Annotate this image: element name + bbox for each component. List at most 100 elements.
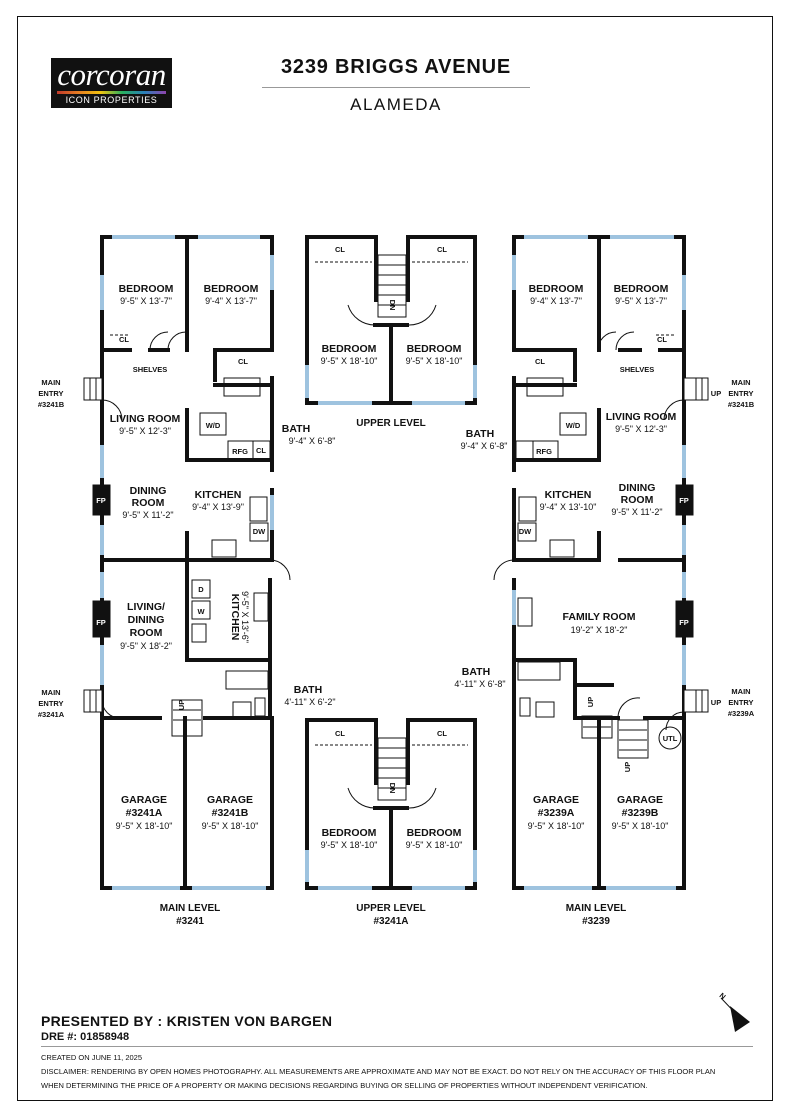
room-dim: 9'-5" X 18'-10" <box>116 821 173 831</box>
room-name: LIVING ROOM <box>606 411 677 423</box>
stair-label: UP <box>586 697 595 707</box>
room-name: #3241A <box>126 807 163 819</box>
room-name: BATH <box>466 428 494 440</box>
entry-label: MAIN <box>41 688 60 697</box>
brand-wordmark: corcoran <box>57 57 166 92</box>
upper-level-2-windows <box>305 850 477 890</box>
room-dim: 9'-5" X 12'-3" <box>119 426 171 436</box>
entry-label: ENTRY <box>38 389 63 398</box>
room-dim: 9'-5" X 13'-7" <box>615 296 667 306</box>
fireplace-label: FP <box>679 618 689 627</box>
room-name: KITCHEN <box>195 489 242 501</box>
room-dim: 9'-5" X 18'-10" <box>202 821 259 831</box>
room-dim: 9'-5" X 18'-2" <box>120 641 172 651</box>
room-dim: 9'-5" X 11'-2" <box>611 507 662 517</box>
fixture-label: DW <box>253 527 266 536</box>
created-date: CREATED ON JUNE 11, 2025 <box>41 1053 143 1062</box>
upper-level-fixtures <box>315 254 468 326</box>
room-dim: 9'-4" X 6'-8" <box>461 441 508 451</box>
room-dim: 9'-4" X 13'-9" <box>192 502 244 512</box>
fixture-label: SHELVES <box>133 365 167 374</box>
fixture-label: CL <box>657 335 667 344</box>
level-label: #3241A <box>373 916 408 927</box>
page-border <box>17 16 773 1101</box>
fixture-label: CL <box>437 729 447 738</box>
fixture-label: D <box>198 585 204 594</box>
room-name: DINING <box>130 485 167 497</box>
dre-number: DRE #: 01858948 <box>41 1031 130 1043</box>
fixture-label: CL <box>238 357 248 366</box>
room-name: BEDROOM <box>322 343 377 355</box>
entry-label: ENTRY <box>728 389 753 398</box>
presented-by: PRESENTED BY : KRISTEN VON BARGEN <box>41 1013 333 1029</box>
room-dim: 9'-5" X 12'-3" <box>615 424 667 434</box>
room-dim: 9'-5" X 18'-10" <box>406 356 463 366</box>
north-label: N <box>718 991 728 1001</box>
room-name: ROOM <box>132 497 165 509</box>
fixture-label: CL <box>535 357 545 366</box>
room-name: LIVING/ <box>127 601 165 613</box>
room-dim: 9'-5" X 13'-6" <box>240 591 250 643</box>
room-name: ROOM <box>621 494 654 506</box>
entry-label: #3241B <box>728 400 755 409</box>
fixture-label: CL <box>335 729 345 738</box>
property-address: 3239 BRIGGS AVENUE <box>280 56 512 78</box>
fixture-label: CL <box>335 245 345 254</box>
room-dim: 9'-4" X 13'-10" <box>540 502 597 512</box>
room-name: LIVING ROOM <box>110 413 181 425</box>
room-name: BEDROOM <box>322 827 377 839</box>
room-name: #3241B <box>212 807 249 819</box>
level-label: UPPER LEVEL <box>356 418 425 429</box>
level-label: UPPER LEVEL <box>356 903 425 914</box>
room-name: GARAGE <box>121 794 167 806</box>
room-dim: 9'-4" X 13'-7" <box>205 296 257 306</box>
room-dim: 9'-5" X 18'-10" <box>321 356 378 366</box>
fixture-label: CL <box>256 446 266 455</box>
disclaimer-line-1: DISCLAIMER: RENDERING BY OPEN HOMES PHOT… <box>41 1067 716 1076</box>
upper-level-2-fixtures <box>315 737 468 809</box>
room-name: BEDROOM <box>529 283 584 295</box>
stair-label: UP <box>711 389 721 398</box>
level-label: #3241 <box>176 916 204 927</box>
room-dim: 4'-11" X 6'-8" <box>454 679 505 689</box>
right-unit-fixtures <box>493 331 694 759</box>
fixture-label: CL <box>119 335 129 344</box>
room-name: KITCHEN <box>229 594 241 641</box>
room-name: BEDROOM <box>407 343 462 355</box>
room-dim: 9'-5" X 11'-2" <box>122 510 173 520</box>
left-unit-fixtures <box>92 331 291 737</box>
fireplace-label: FP <box>96 496 106 505</box>
room-name: #3239A <box>538 807 575 819</box>
fixture-label: DW <box>519 527 532 536</box>
footer-divider <box>41 1046 753 1047</box>
room-name: BEDROOM <box>204 283 259 295</box>
room-name: GARAGE <box>207 794 253 806</box>
stair-label: DN <box>388 300 397 311</box>
room-name: ROOM <box>130 627 163 639</box>
room-dim: 9'-5" X 18'-10" <box>406 840 463 850</box>
fixture-label: W/D <box>206 421 221 430</box>
entry-label: ENTRY <box>38 699 63 708</box>
fixture-label: SHELVES <box>620 365 654 374</box>
fixture-label: UTL <box>663 734 678 743</box>
room-name: BATH <box>294 684 322 696</box>
brand-color-bar <box>57 91 166 94</box>
stair-label: UP <box>623 762 632 772</box>
room-name: BEDROOM <box>614 283 669 295</box>
brand-logo: corcoran ICON PROPERTIES <box>51 58 172 108</box>
stair-label: UP <box>711 698 721 707</box>
entry-label: #3241B <box>38 400 65 409</box>
room-dim: 9'-5" X 18'-10" <box>612 821 669 831</box>
room-name: DINING <box>619 482 656 494</box>
room-name: KITCHEN <box>545 489 592 501</box>
upper-level-2-walls <box>305 718 477 890</box>
fixture-label: RFG <box>536 447 552 456</box>
entry-label: ENTRY <box>728 698 753 707</box>
brand-subtitle: ICON PROPERTIES <box>65 95 158 105</box>
left-unit-windows <box>100 235 274 890</box>
property-city: ALAMEDA <box>350 95 442 114</box>
fixture-label: W/D <box>566 421 581 430</box>
right-unit-windows <box>512 235 686 890</box>
north-arrow-icon <box>720 997 750 1032</box>
